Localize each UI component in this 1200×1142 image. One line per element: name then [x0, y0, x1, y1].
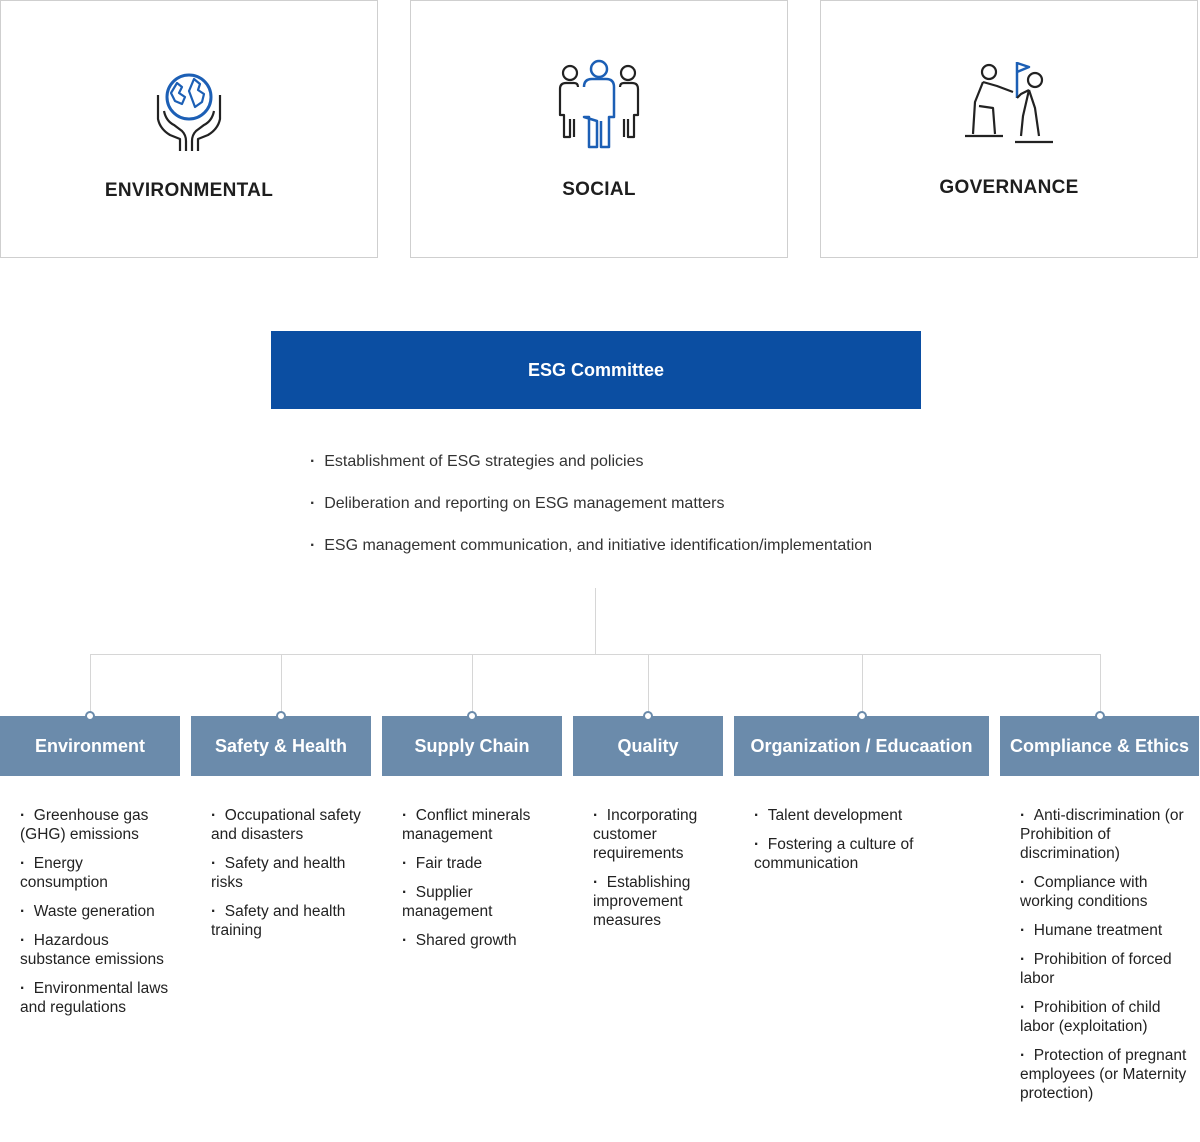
connector-branch [648, 654, 649, 716]
list-item: Safety and health training [211, 902, 371, 940]
list-item: Supplier management [402, 883, 562, 921]
pillar-title: ENVIRONMENTAL [104, 180, 274, 201]
connector-node [467, 711, 477, 721]
category-quality: Quality [573, 716, 723, 776]
environment-items: Greenhouse gas (GHG) emissions Energy co… [20, 806, 170, 1027]
hands-holding-globe-icon [156, 73, 222, 151]
list-item: Fostering a culture of communication [754, 835, 934, 873]
category-compliance-ethics: Compliance & Ethics [1000, 716, 1199, 776]
pillar-card-environmental: ENVIRONMENTAL [0, 0, 378, 258]
pillar-title: SOCIAL [562, 179, 636, 200]
list-item: Protection of pregnant employees (or Mat… [1020, 1046, 1190, 1103]
quality-items: Incorporating customer requirements Esta… [593, 806, 723, 940]
duty-item: Establishment of ESG strategies and poli… [310, 450, 872, 474]
category-supply-chain: Supply Chain [382, 716, 562, 776]
connector-branch [90, 654, 91, 716]
list-item: Environmental laws and regulations [20, 979, 170, 1017]
list-item: Fair trade [402, 854, 562, 873]
duty-item: Deliberation and reporting on ESG manage… [310, 492, 872, 516]
category-environment: Environment [0, 716, 180, 776]
connector-node [643, 711, 653, 721]
list-item: Greenhouse gas (GHG) emissions [20, 806, 170, 844]
organization-education-items: Talent development Fostering a culture o… [754, 806, 934, 883]
pillar-card-social: SOCIAL [410, 0, 788, 258]
pillar-title: GOVERNANCE [939, 177, 1079, 198]
list-item: Shared growth [402, 931, 562, 950]
connector-branch [1100, 654, 1101, 716]
list-item: Incorporating customer requirements [593, 806, 723, 863]
list-item: Energy consumption [20, 854, 170, 892]
list-item: Talent development [754, 806, 934, 825]
safety-health-items: Occupational safety and disasters Safety… [211, 806, 371, 950]
category-organization-education: Organization / Educaation [734, 716, 989, 776]
duty-item: ESG management communication, and initia… [310, 534, 872, 558]
list-item: Safety and health risks [211, 854, 371, 892]
committee-duties-list: Establishment of ESG strategies and poli… [310, 450, 872, 576]
compliance-ethics-items: Anti-discrimination (or Prohibition of d… [1020, 806, 1190, 1113]
list-item: Establishing improvement measures [593, 873, 723, 930]
supply-chain-items: Conflict minerals management Fair trade … [402, 806, 562, 960]
people-raising-flag-icon [965, 61, 1053, 144]
connector-branch [862, 654, 863, 716]
list-item: Occupational safety and disasters [211, 806, 371, 844]
list-item: Conflict minerals management [402, 806, 562, 844]
connector-branch [281, 654, 282, 716]
connector-node [857, 711, 867, 721]
esg-committee-box: ESG Committee [271, 331, 921, 409]
connector-node [276, 711, 286, 721]
list-item: Humane treatment [1020, 921, 1190, 940]
category-safety-health: Safety & Health [191, 716, 371, 776]
pillar-card-governance: GOVERNANCE [820, 0, 1198, 258]
list-item: Waste generation [20, 902, 170, 921]
people-group-icon [558, 59, 640, 149]
list-item: Prohibition of forced labor [1020, 950, 1190, 988]
list-item: Compliance with working conditions [1020, 873, 1190, 911]
connector-branch [472, 654, 473, 716]
connector-bus [90, 654, 1101, 655]
connector-trunk [595, 588, 596, 654]
connector-node [85, 711, 95, 721]
list-item: Prohibition of child labor (exploitation… [1020, 998, 1190, 1036]
list-item: Anti-discrimination (or Prohibition of d… [1020, 806, 1190, 863]
list-item: Hazardous substance emissions [20, 931, 170, 969]
connector-node [1095, 711, 1105, 721]
